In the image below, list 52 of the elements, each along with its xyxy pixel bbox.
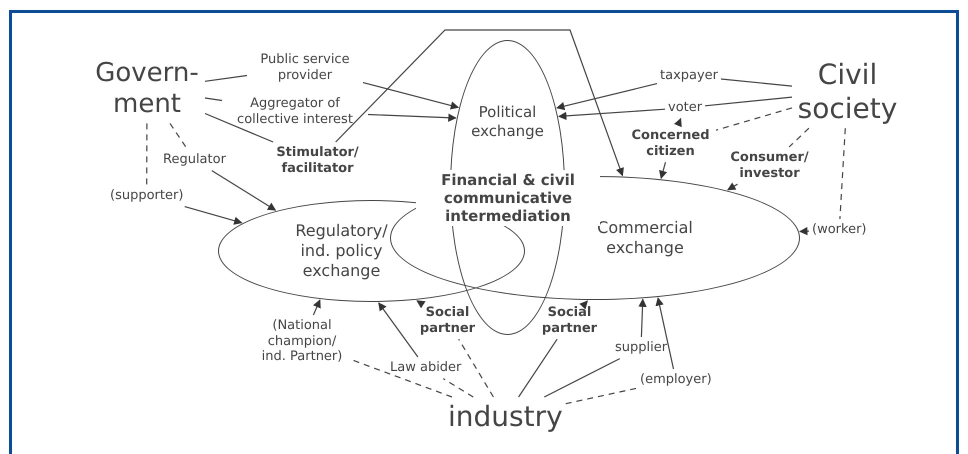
connector-line — [146, 123, 148, 185]
connector-line — [720, 78, 792, 87]
connector-line — [170, 123, 188, 150]
arrow — [184, 206, 242, 225]
connector-line — [839, 128, 846, 220]
arrow — [579, 300, 588, 310]
arrow — [335, 29, 624, 176]
arrow — [378, 302, 418, 358]
arrow — [211, 170, 276, 211]
role-label: taxpayer — [660, 68, 718, 84]
role-label: Stimulator/ facilitator — [270, 145, 365, 176]
arrow — [556, 83, 658, 110]
connector-line — [566, 388, 638, 404]
role-label: Public service provider — [250, 52, 360, 84]
connector-line — [716, 107, 792, 131]
role-label: Aggregator of collective interest — [225, 96, 365, 128]
role-label: (National champion/ ind. Partner) — [255, 318, 349, 365]
arrow — [558, 108, 666, 120]
arrow — [674, 118, 682, 128]
arrow — [799, 226, 810, 236]
intermediation-label: Financial & civil communicative intermediation — [416, 170, 600, 226]
role-label: Social partner — [415, 305, 480, 336]
arrow — [362, 82, 460, 110]
role-label: Law abider — [390, 360, 462, 376]
arrow — [656, 297, 674, 370]
actor-label: Govern- ment — [92, 58, 202, 120]
arrow — [727, 182, 738, 190]
role-label: Social partner — [537, 305, 602, 336]
actor-label: industry — [448, 400, 563, 434]
connector-line — [204, 112, 274, 143]
connector-line — [788, 128, 810, 148]
connector-line — [204, 74, 248, 82]
connector-line — [518, 338, 558, 398]
role-label: (employer) — [640, 372, 712, 388]
role-label: (supporter) — [110, 188, 184, 204]
role-label: Regulator — [163, 152, 226, 168]
actor-label: Civil society — [795, 58, 900, 126]
role-label: voter — [668, 100, 702, 116]
connector-line — [442, 378, 474, 398]
connector-line — [705, 96, 792, 106]
connector-line — [352, 359, 452, 398]
arrow — [416, 300, 426, 308]
arrow — [638, 298, 647, 338]
arrow — [368, 114, 457, 122]
arrow — [312, 299, 321, 316]
role-label: Concerned citizen — [628, 128, 713, 160]
connector-line — [204, 97, 222, 102]
connector-line — [544, 358, 620, 398]
role-label: (worker) — [812, 222, 866, 238]
arrow — [659, 162, 668, 180]
role-label: supplier — [615, 340, 668, 356]
connector-line — [458, 338, 494, 398]
